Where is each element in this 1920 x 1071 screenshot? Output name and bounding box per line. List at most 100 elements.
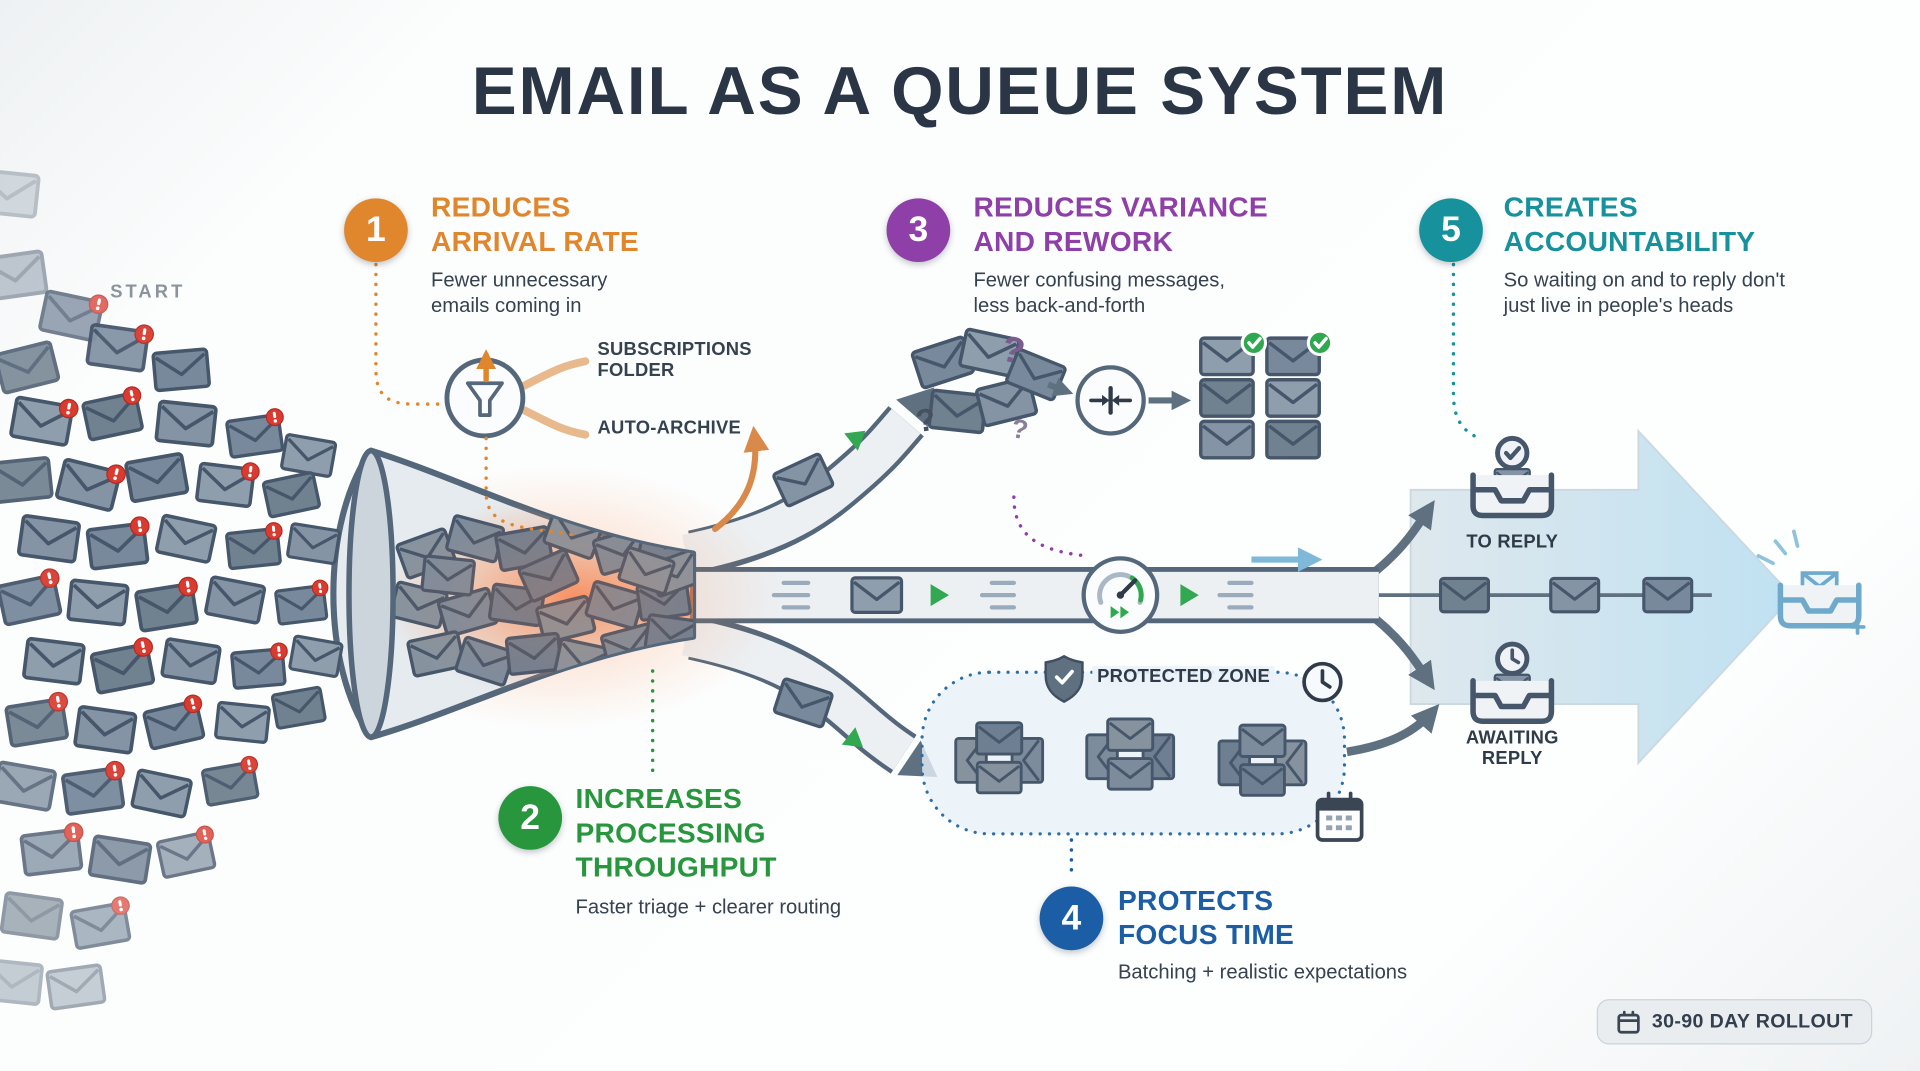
envelope-alert-icon [229, 641, 289, 690]
step-5-badge: 5 [1419, 198, 1483, 263]
envelope-icon [1199, 378, 1255, 418]
step-3-heading: REDUCES VARIANCE AND REWORK [973, 190, 1267, 259]
envelope-icon [279, 432, 338, 479]
envelope-alert-icon [60, 759, 126, 817]
envelope-alert-icon [80, 384, 145, 442]
calendar-icon [1315, 791, 1364, 842]
envelope-icon [16, 513, 82, 564]
envelope-icon [1199, 419, 1255, 460]
envelope-icon [1642, 576, 1694, 614]
envelope-alert-icon [89, 635, 156, 696]
auto-archive-label: AUTO-ARCHIVE [597, 417, 741, 439]
step-2-heading: INCREASES PROCESSING THROUGHPUT [576, 781, 777, 884]
envelope-icon [0, 890, 65, 942]
envelope-icon [1106, 717, 1155, 752]
envelope-icon [1265, 419, 1321, 460]
envelope-icon [287, 634, 344, 679]
envelope-icon [1106, 757, 1154, 791]
envelope-icon [87, 833, 153, 886]
organized-message-grid [1199, 336, 1321, 460]
heading-line: FOCUS TIME [1117, 918, 1295, 951]
arrow-to-merge [1047, 377, 1074, 397]
protected-zone [920, 654, 1364, 842]
envelope-icon [129, 767, 194, 819]
step-2-badge: 2 [498, 786, 563, 850]
heading-line: INCREASES [575, 782, 743, 815]
heading-line: REDUCES [431, 191, 571, 223]
stream-arrowhead-up [896, 387, 935, 427]
envelope-alert-icon [69, 894, 132, 951]
envelope-icon [270, 685, 328, 731]
shield-check-icon [1044, 654, 1084, 704]
envelope-icon [0, 760, 58, 813]
envelope-icon [154, 513, 218, 565]
envelope-icon [0, 167, 41, 219]
heading-line: ARRIVAL RATE [431, 225, 639, 258]
inbox-tray-check-icon [1473, 435, 1551, 515]
envelope-icon [285, 521, 342, 566]
envelope-alert-icon [133, 575, 200, 633]
envelope-icon [1549, 576, 1601, 614]
step-4-description: Batching + realistic expectations [1117, 961, 1408, 984]
envelope-alert-icon [8, 395, 80, 448]
envelope-icon [0, 339, 61, 396]
step-1-badge: 1 [344, 198, 408, 263]
envelope-icon [0, 455, 54, 505]
envelope-icon [0, 957, 45, 1007]
calendar-icon [1617, 1010, 1640, 1033]
envelope-alert-icon [19, 821, 85, 877]
envelope-alert-icon [141, 692, 206, 751]
envelope-icon [1238, 723, 1287, 758]
check-icons [1240, 329, 1334, 357]
envelope-icon [1438, 576, 1490, 614]
heading-line: THROUGHPUT [575, 851, 777, 883]
envelope-icon [261, 470, 322, 519]
protected-zone-label: PROTECTED ZONE [1092, 666, 1275, 687]
merge-icon [1075, 365, 1146, 436]
deflect-arrow [712, 425, 770, 533]
plus-icon [1849, 618, 1866, 635]
envelope-alert-icon [4, 690, 70, 749]
envelope-icon [45, 963, 107, 1011]
play-marker-icons [841, 430, 1199, 748]
start-label: START [110, 281, 186, 303]
envelope-alert-icon [54, 457, 128, 513]
step-2-description: Faster triage + clearer routing [575, 896, 842, 919]
envelope-alert-icon [155, 823, 217, 880]
envelope-alert-icon [85, 322, 156, 373]
envelope-icon [21, 636, 87, 686]
step-5-heading: CREATES ACCOUNTABILITY [1504, 190, 1756, 259]
inbox-tray-clock-icon [1473, 641, 1551, 721]
split-arrows [1346, 500, 1440, 757]
branch-subscriptions [520, 357, 590, 390]
page-title: EMAIL AS A QUEUE SYSTEM [471, 52, 1449, 129]
envelope-alert-icon [224, 407, 285, 460]
fast-forward-icon [1110, 606, 1129, 619]
envelope-alert-icon [194, 461, 261, 509]
envelope-icon [213, 700, 272, 745]
heading-line: PROTECTS [1117, 884, 1274, 916]
envelope-icon [0, 249, 49, 302]
heading-line: REDUCES VARIANCE [973, 191, 1268, 223]
envelope-icon [159, 636, 223, 686]
step-3-description: Fewer confusing messages,less back-and-f… [973, 269, 1226, 318]
envelope-alert-icon [224, 521, 284, 571]
envelope-icon [123, 451, 190, 504]
step-3-badge: 3 [886, 198, 951, 263]
branch-auto-archive [520, 406, 590, 439]
dotted-connectors [374, 262, 1479, 880]
heading-line: PROCESSING [575, 816, 766, 849]
funnel-icon [444, 357, 526, 439]
heading-line: ACCOUNTABILITY [1503, 225, 1756, 258]
rollout-label: 30-90 DAY ROLLOUT [1651, 1010, 1853, 1032]
step-4-heading: PROTECTS FOCUS TIME [1118, 883, 1294, 952]
step-4-badge: 4 [1039, 886, 1104, 951]
clock-icon [1302, 661, 1343, 703]
step-1-heading: REDUCES ARRIVAL RATE [431, 190, 639, 259]
to-reply-label: TO REPLY [1466, 531, 1559, 553]
envelope-icon [66, 578, 130, 627]
